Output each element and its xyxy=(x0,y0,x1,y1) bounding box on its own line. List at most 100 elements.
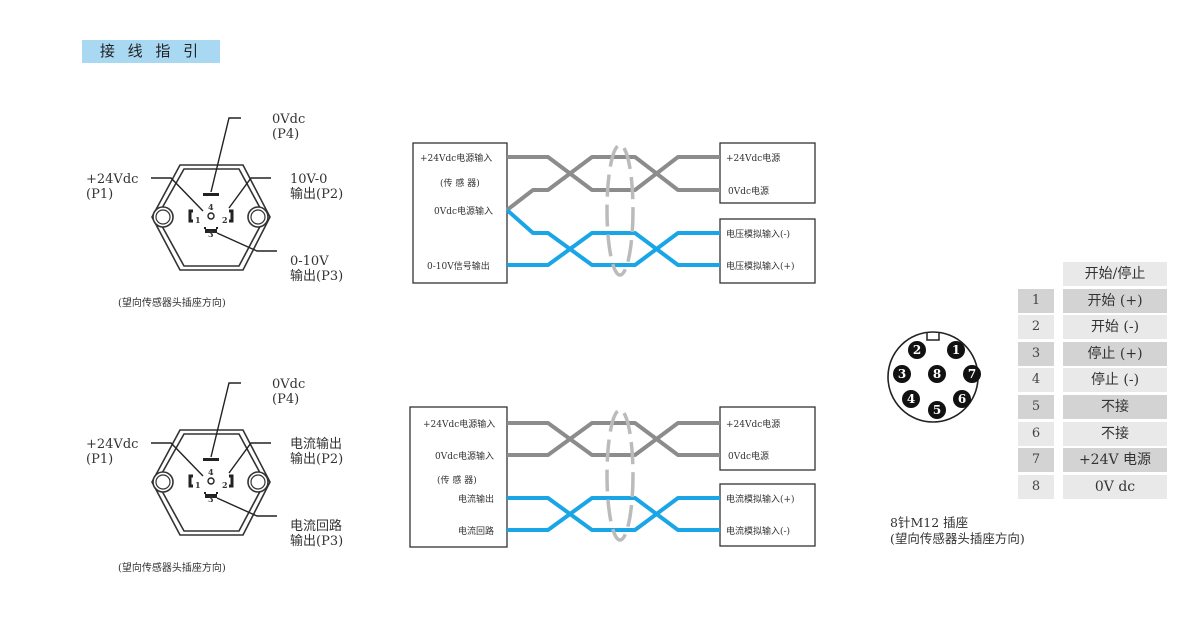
voltage-connector: 0Vdc (P4) +24Vdc (P1) 10V-0 输出(P2) 0-10V… xyxy=(86,112,343,309)
table-row: 3 停止 (+) xyxy=(1018,341,1167,366)
wire-24v xyxy=(507,421,720,457)
m12-pin-3: 3 xyxy=(898,367,906,381)
label-p2: 10V-0 xyxy=(290,172,327,187)
table-row: 2 开始 (-) xyxy=(1018,315,1167,340)
wire-label: (传 感 器) xyxy=(440,177,480,189)
wire-label: +24Vdc电源 xyxy=(726,418,780,430)
label-p3-id: 输出(P3) xyxy=(290,533,343,549)
pin-3-label: 3 xyxy=(208,229,214,239)
pin-function: 开始 (+) xyxy=(1063,288,1167,313)
wire-0v xyxy=(507,421,720,457)
pin-function: 停止 (+) xyxy=(1063,341,1167,366)
pin-4-label: 4 xyxy=(208,467,214,477)
pin-number: 8 xyxy=(1018,474,1054,499)
m12-pin-6: 6 xyxy=(958,392,966,406)
shield-icon xyxy=(605,143,635,277)
pin-2-label: 2 xyxy=(222,215,228,225)
m12-connector: 1 2 3 4 5 6 7 8 xyxy=(887,331,981,423)
pin-4-label: 4 xyxy=(208,202,214,212)
label-p2: 电流输出 xyxy=(290,436,342,452)
pin-3-label: 3 xyxy=(208,494,214,504)
label-p4: 0Vdc xyxy=(272,112,305,127)
signal-box xyxy=(719,483,816,547)
label-p4: 0Vdc xyxy=(272,377,305,392)
wire-label: +24Vdc电源 xyxy=(726,152,780,164)
wire-signal-plus xyxy=(507,231,720,267)
pin-number: 4 xyxy=(1018,368,1054,393)
shield-icon xyxy=(605,408,635,542)
power-box xyxy=(719,142,816,204)
signal-box xyxy=(719,218,816,284)
label-p1-id: (P1) xyxy=(86,187,113,202)
pin-function: +24V 电源 xyxy=(1063,448,1167,473)
table-row: 4 停止 (-) xyxy=(1018,368,1167,393)
m12-pin-7: 7 xyxy=(968,367,976,381)
table-row: 5 不接 xyxy=(1018,394,1167,419)
wire-label: 电流回路 xyxy=(458,525,494,537)
table-header: 开始/停止 xyxy=(1018,262,1167,286)
pin-number: 7 xyxy=(1018,448,1054,473)
pin-function: 不接 xyxy=(1063,394,1167,419)
wire-label: 0Vdc电源输入 xyxy=(435,450,494,462)
wire-24v xyxy=(507,155,720,192)
wire-label: 0Vdc电源 xyxy=(728,450,769,462)
pin-number: 2 xyxy=(1018,315,1054,340)
pin-number: 3 xyxy=(1018,341,1054,366)
current-connector: 0Vdc (P4) +24Vdc (P1) 电流输出 输出(P2) 电流回路 输… xyxy=(86,377,343,574)
label-p4-id: (P4) xyxy=(272,392,299,407)
wire-label: 电流模拟输入(+) xyxy=(726,493,795,505)
m12-caption: 8针M12 插座 (望向传感器头插座方向) xyxy=(890,515,1025,546)
label-p1: +24Vdc xyxy=(86,172,138,187)
label-p3: 电流回路 xyxy=(290,518,342,534)
m12-pin-8: 8 xyxy=(933,367,941,381)
table-row: 7 +24V 电源 xyxy=(1018,448,1167,473)
wire-label: +24Vdc电源输入 xyxy=(420,152,492,164)
wire-label: 电压模拟输入(-) xyxy=(726,228,790,240)
wire-label: 电压模拟输入(+) xyxy=(726,260,795,272)
pin-1-label: 1 xyxy=(195,480,201,490)
label-p3: 0-10V xyxy=(290,254,329,269)
wire-label: (传 感 器) xyxy=(437,474,477,486)
pin-function: 开始 (-) xyxy=(1063,315,1167,340)
table-row: 1 开始 (+) xyxy=(1018,288,1167,313)
wire-label: +24Vdc电源输入 xyxy=(423,418,495,430)
wire-signal-minus xyxy=(505,208,720,267)
wire-current-return xyxy=(507,496,720,532)
label-p4-id: (P4) xyxy=(272,127,299,142)
label-p3-id: 输出(P3) xyxy=(290,268,343,284)
pin-number: 5 xyxy=(1018,394,1054,419)
wire-label: 电流模拟输入(-) xyxy=(726,525,790,537)
pin-function: 0V dc xyxy=(1063,474,1167,499)
label-p1: +24Vdc xyxy=(86,437,138,452)
m12-pin-2: 2 xyxy=(913,343,921,357)
caption: (望向传感器头插座方向) xyxy=(118,296,226,309)
pin-2-label: 2 xyxy=(222,480,228,490)
label-p2-id: 输出(P2) xyxy=(290,451,343,467)
pin-function: 停止 (-) xyxy=(1063,368,1167,393)
section-title: 接 线 指 引 xyxy=(82,40,220,63)
pin-1-label: 1 xyxy=(195,215,201,225)
wire-label: 电流输出 xyxy=(458,493,494,505)
m12-pin-1: 1 xyxy=(952,343,960,357)
wire-current-out xyxy=(507,496,720,532)
power-box xyxy=(719,406,816,471)
sensor-box xyxy=(409,406,508,548)
m12-pin-4: 4 xyxy=(907,392,915,406)
caption: (望向传感器头插座方向) xyxy=(118,561,226,574)
wire-0v xyxy=(505,155,720,212)
voltage-wiring-diagram: +24Vdc电源输入 (传 感 器) 0Vdc电源输入 0-10V信号输出 +2… xyxy=(412,142,816,284)
pin-number: 1 xyxy=(1018,288,1054,313)
pin-number: 6 xyxy=(1018,421,1054,446)
label-p2-id: 输出(P2) xyxy=(290,186,343,202)
label-p1-id: (P1) xyxy=(86,452,113,467)
table-row: 8 0V dc xyxy=(1018,474,1167,499)
sensor-box xyxy=(412,142,508,284)
wire-label: 0-10V信号输出 xyxy=(427,260,490,272)
current-wiring-diagram: +24Vdc电源输入 0Vdc电源输入 (传 感 器) 电流输出 电流回路 +2… xyxy=(409,406,816,548)
wire-label: 0Vdc电源 xyxy=(728,185,769,197)
wire-label: 0Vdc电源输入 xyxy=(434,205,493,217)
